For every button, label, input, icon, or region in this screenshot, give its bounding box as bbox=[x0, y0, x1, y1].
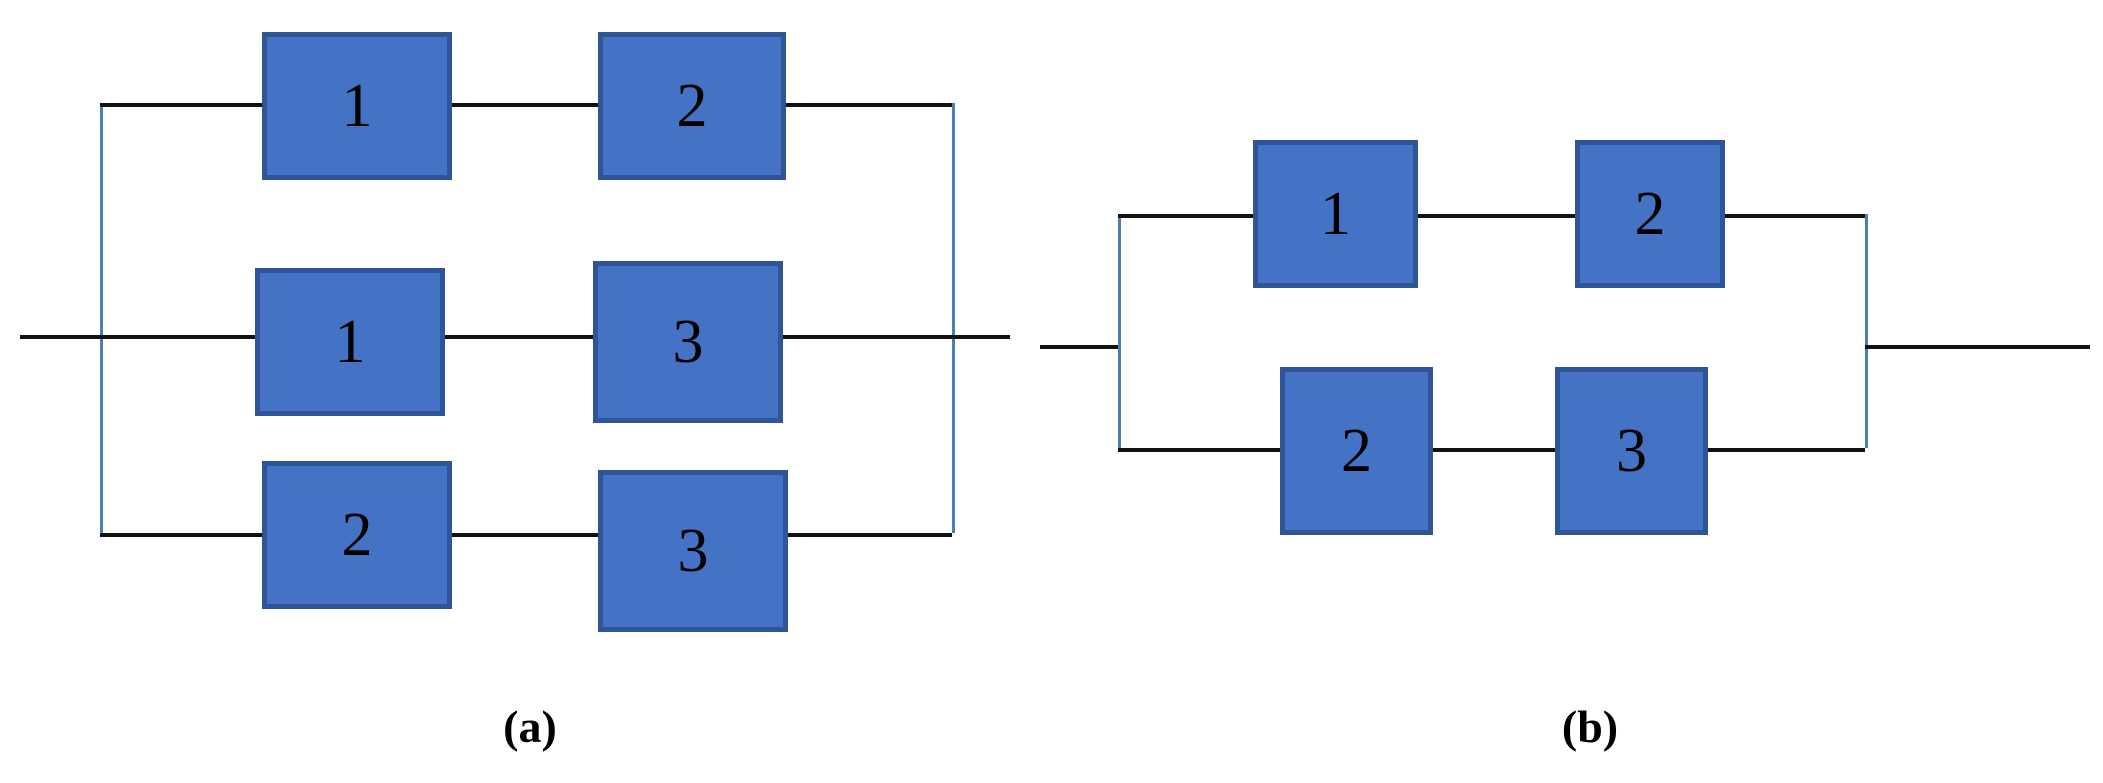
panel-a-mid-series-link bbox=[445, 335, 593, 339]
block-label: 3 bbox=[672, 308, 704, 376]
panel-a-input-lead bbox=[20, 335, 100, 339]
block-bottom-2-label-3: 3 bbox=[598, 470, 788, 632]
panel-a-left-rail-to-top bbox=[100, 103, 262, 107]
block-label: 1 bbox=[341, 72, 373, 140]
panel-b-top-series-link bbox=[1418, 214, 1575, 218]
panel-a-left-rail-to-mid bbox=[100, 335, 255, 339]
block-label: 2 bbox=[676, 72, 708, 140]
block-top-2-label-2: 2 bbox=[1575, 140, 1725, 288]
panel-a-output-lead bbox=[952, 335, 1010, 339]
panel-b-caption: (b) bbox=[1561, 701, 1619, 752]
panel-a-caption: (a) bbox=[503, 701, 557, 752]
panel-b-right-rail bbox=[1865, 214, 1868, 448]
block-middle-1-label-1: 1 bbox=[255, 268, 445, 416]
block-label: 3 bbox=[677, 517, 709, 585]
panel-a-top-to-right-rail bbox=[786, 103, 952, 107]
block-label: 1 bbox=[334, 308, 366, 376]
panel-a-mid-to-right-rail bbox=[783, 335, 952, 339]
block-top-1-label-1: 1 bbox=[262, 32, 452, 180]
panel-b-left-rail-to-bot bbox=[1118, 448, 1280, 452]
block-bottom-1-label-2: 2 bbox=[1280, 367, 1433, 535]
block-bottom-1-label-2: 2 bbox=[262, 461, 452, 609]
block-label: 2 bbox=[1341, 417, 1372, 485]
panel-a-bot-to-right-rail bbox=[788, 533, 952, 537]
panel-b-top-to-right-rail bbox=[1725, 214, 1865, 218]
block-label: 2 bbox=[341, 501, 373, 569]
panel-a-right-rail bbox=[952, 103, 955, 533]
block-top-2-label-2: 2 bbox=[598, 32, 786, 180]
panel-a-left-rail-to-bot bbox=[100, 533, 262, 537]
panel-b-input-lead bbox=[1040, 345, 1118, 349]
panel-a-bot-series-link bbox=[452, 533, 598, 537]
block-label: 1 bbox=[1320, 180, 1351, 248]
panel-b-output-lead bbox=[1865, 345, 2090, 349]
panel-b-bot-to-right-rail bbox=[1708, 448, 1865, 452]
block-label: 3 bbox=[1616, 417, 1647, 485]
block-middle-2-label-3: 3 bbox=[593, 261, 783, 423]
panel-b-bot-series-link bbox=[1433, 448, 1555, 452]
panel-b-left-rail-to-top bbox=[1118, 214, 1253, 218]
panel-b-left-rail bbox=[1118, 214, 1121, 448]
block-top-1-label-1: 1 bbox=[1253, 140, 1418, 288]
block-bottom-2-label-3: 3 bbox=[1555, 367, 1708, 535]
panel-a-left-rail bbox=[100, 103, 103, 533]
panel-a-top-series-link bbox=[452, 103, 598, 107]
block-label: 2 bbox=[1634, 180, 1666, 248]
